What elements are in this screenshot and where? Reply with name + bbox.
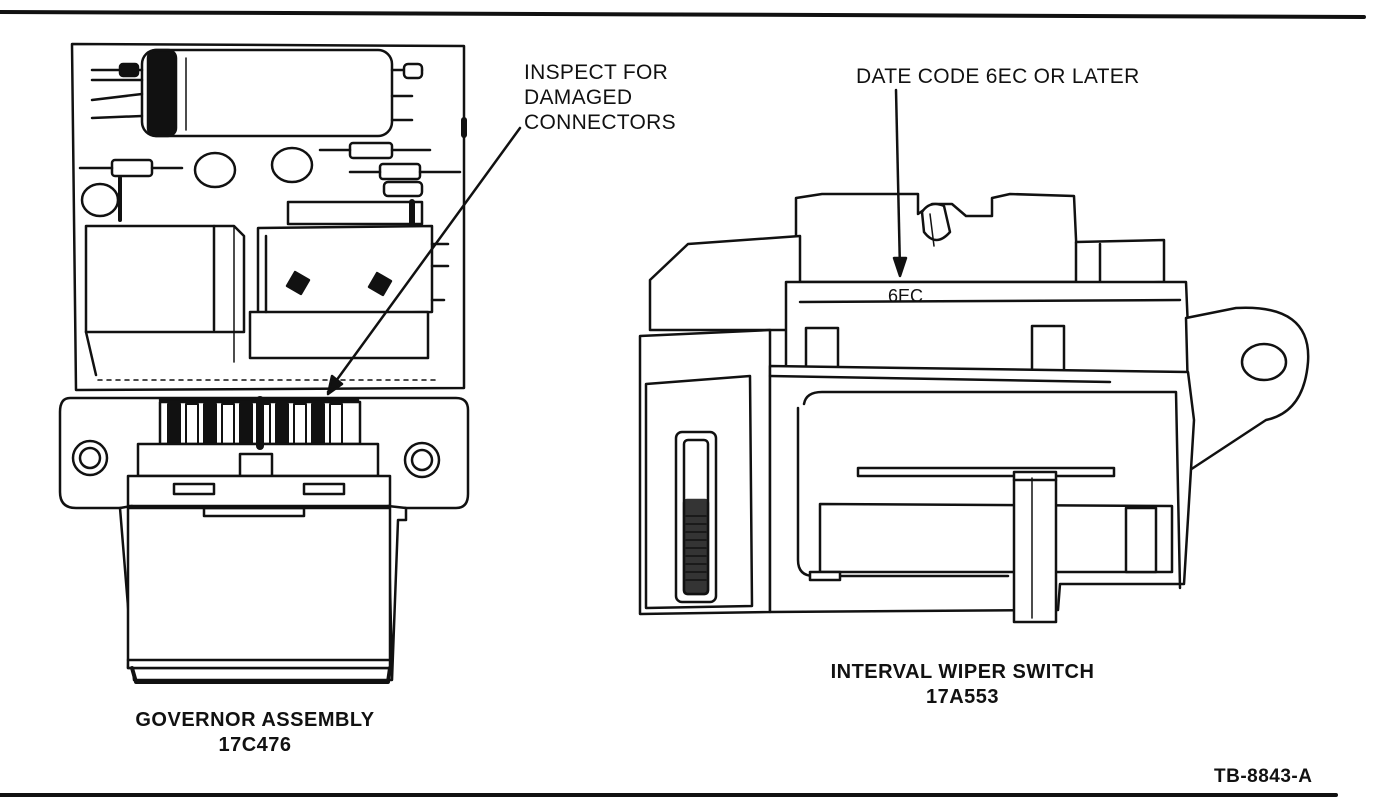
governor-part-number: 17C476 [218,734,292,756]
inspect-callout-arrow [326,126,522,396]
top-rule [0,10,1366,19]
relay-can [90,48,424,138]
inspect-line-3: CONNECTORS [524,111,676,134]
mounting-ear [1184,306,1310,472]
switch-name: INTERVAL WIPER SWITCH [830,661,1095,683]
switch-lever [1012,470,1058,624]
inspect-line-2: DAMAGED [524,86,633,109]
date-code-label: DATE CODE 6EC OR LATER [856,65,1140,88]
thumbwheel [674,430,718,604]
wire-harness-connector [118,396,408,684]
switch-part-number: 17A553 [925,686,1000,708]
resistors [78,141,462,227]
inspect-line-1: INSPECT FOR [524,61,669,84]
governor-assembly-drawing [58,42,470,684]
switch-caption: INTERVAL WIPER SWITCH 17A553 [800,660,1125,710]
governor-caption: GOVERNOR ASSEMBLY 17C476 [110,708,400,758]
date-code-arrow [892,88,908,278]
governor-name: GOVERNOR ASSEMBLY [135,709,375,731]
inspect-callout-label: INSPECT FOR DAMAGED CONNECTORS [524,60,676,135]
interval-wiper-switch-drawing [638,192,1310,624]
switch-stamp-text: 6EC [888,286,924,306]
figure-id: TB-8843-A [1214,766,1313,787]
board-connector [248,224,450,360]
capacitor-block [84,224,246,377]
